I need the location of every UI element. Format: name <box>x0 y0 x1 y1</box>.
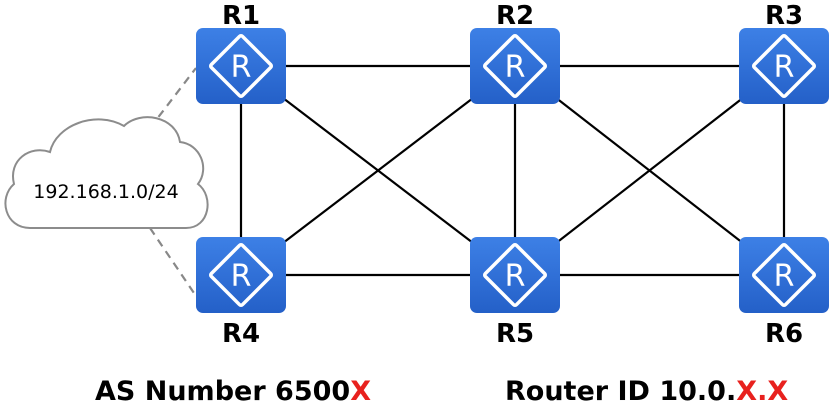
cloud-subnet-label: 192.168.1.0/24 <box>33 181 178 203</box>
router-label-r3: R3 <box>765 1 803 31</box>
svg-text:R: R <box>774 50 795 85</box>
cloud-icon <box>4 116 209 229</box>
router-label-r5: R5 <box>496 319 534 349</box>
router-id-highlight-2: X <box>767 376 789 407</box>
router-icon <box>470 28 560 104</box>
router-icon <box>739 28 829 104</box>
router-id-caption: Router ID 10.0.X.X <box>505 378 788 405</box>
router-symbol: R <box>208 33 274 99</box>
cloud-link-r4 <box>149 227 197 297</box>
router-symbol: R <box>208 242 274 308</box>
router-symbol: R <box>751 242 817 308</box>
svg-text:R: R <box>231 259 252 294</box>
svg-text:R: R <box>231 50 252 85</box>
router-id-text: Router ID 10.0. <box>505 376 737 407</box>
router-label-r6: R6 <box>765 319 803 349</box>
router-icon <box>196 237 286 313</box>
router-icon <box>470 237 560 313</box>
router-r1[interactable]: R <box>196 28 286 104</box>
router-symbol: R <box>482 242 548 308</box>
router-label-r4: R4 <box>222 319 260 349</box>
router-id-highlight-1: X <box>736 376 758 407</box>
link-r5-r3 <box>514 65 785 276</box>
routers: R R R R <box>196 28 829 313</box>
router-r5[interactable]: R <box>470 237 560 313</box>
router-label-r1: R1 <box>222 1 260 31</box>
router-label-r2: R2 <box>496 1 534 31</box>
cloud-link-r1 <box>149 67 197 129</box>
router-r6[interactable]: R <box>739 237 829 313</box>
router-icon <box>196 28 286 104</box>
as-number-highlight: X <box>350 376 372 407</box>
router-r3[interactable]: R <box>739 28 829 104</box>
router-symbol: R <box>482 33 548 99</box>
link-r4-r2 <box>240 65 516 276</box>
cloud-links <box>149 67 197 297</box>
router-r2[interactable]: R <box>470 28 560 104</box>
router-id-separator: . <box>757 376 768 407</box>
svg-text:R: R <box>774 259 795 294</box>
as-number-caption: AS Number 6500X <box>95 378 371 405</box>
router-symbol: R <box>751 33 817 99</box>
as-number-text: AS Number 6500 <box>95 376 351 407</box>
svg-text:R: R <box>505 50 526 85</box>
cloud-network: 192.168.1.0/24 <box>4 116 209 229</box>
router-r4[interactable]: R <box>196 237 286 313</box>
router-icon <box>739 237 829 313</box>
svg-text:R: R <box>505 259 526 294</box>
